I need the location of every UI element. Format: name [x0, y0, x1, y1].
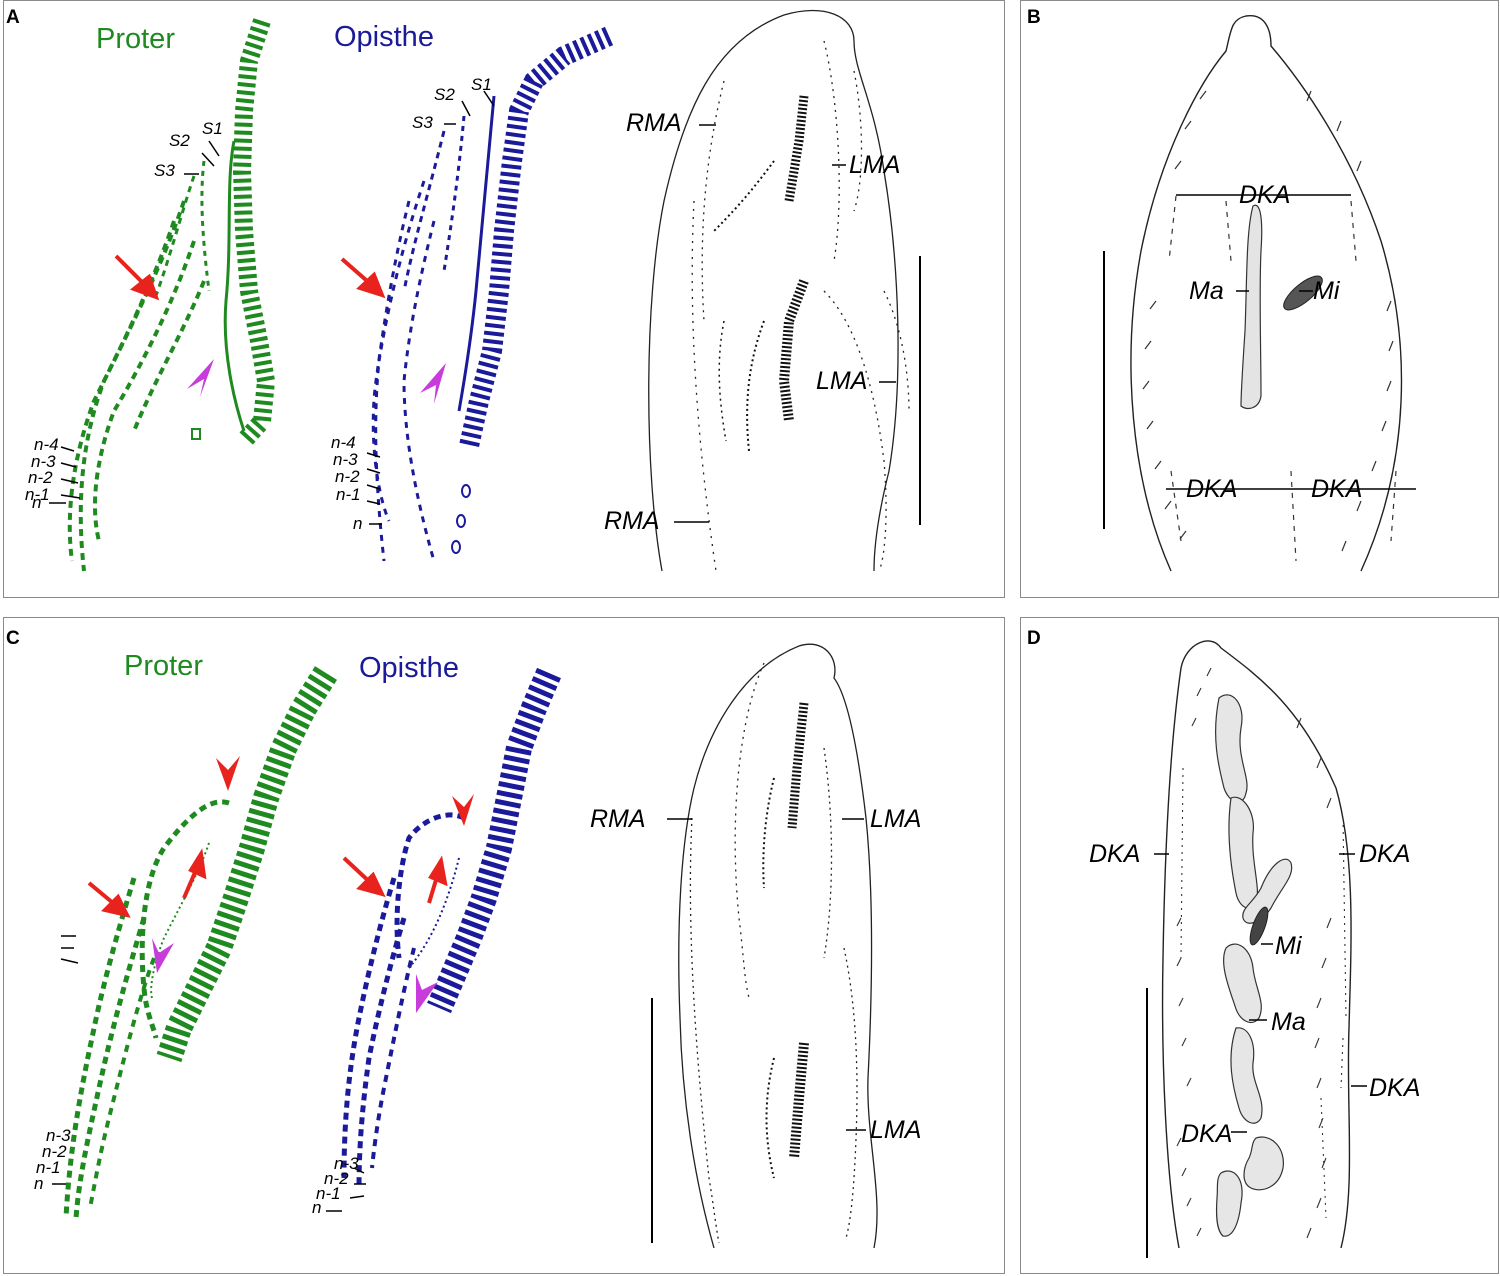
- proter-label-s2: S2: [169, 131, 190, 150]
- label-mi: Mi: [1275, 932, 1302, 960]
- proter-label-n: n: [34, 1174, 44, 1193]
- panel-d-drawing: [1146, 640, 1367, 1258]
- proter-title: Proter: [96, 23, 175, 55]
- proter-undulating-membranes: [152, 140, 246, 432]
- cell-label-lma-bottom: LMA: [816, 367, 868, 395]
- proter-adoral-zone: [156, 666, 338, 1063]
- label-dka-lower-right: DKA: [1369, 1074, 1421, 1102]
- proter-label-n-1: n-1: [25, 485, 50, 504]
- cell-label-lma-top: LMA: [870, 805, 922, 833]
- magenta-arrowhead-icon: [187, 359, 446, 404]
- label-dka-bottom-left: DKA: [1186, 475, 1238, 503]
- opisthe-label-n-3: n-3: [333, 450, 358, 469]
- proter-label-n-1: n-1: [36, 1158, 61, 1177]
- panel-c: C Proter Opisthe n-3 n-2 n-1 n n-3 n-2 n…: [3, 617, 1005, 1274]
- cell-label-rma-top: RMA: [626, 109, 682, 137]
- panel-label: B: [1027, 7, 1041, 28]
- panel-c-drawing: [52, 643, 878, 1249]
- cell-outline-c: [678, 643, 878, 1249]
- panel-label: A: [6, 7, 20, 28]
- label-ma: Ma: [1189, 277, 1224, 305]
- panel-b-drawing: [1103, 15, 1416, 572]
- opisthe-adoral-zone: [459, 26, 614, 449]
- cell-outline-d: [1161, 640, 1352, 1249]
- cirri-marks-d: [1176, 667, 1347, 1239]
- micronucleus-d: [1249, 906, 1269, 946]
- opisthe-undulating-membranes: [402, 95, 496, 412]
- cirri-marks-b: [1142, 90, 1397, 562]
- opisthe-label-n-4: n-4: [331, 433, 356, 452]
- proter-label-n-4: n-4: [34, 435, 59, 454]
- cell-label-rma: RMA: [590, 805, 646, 833]
- opisthe-label-n-2: n-2: [335, 467, 360, 486]
- label-dka-right: DKA: [1359, 840, 1411, 868]
- label-dka-lower-left: DKA: [1181, 1120, 1233, 1148]
- opisthe-label-n-1: n-1: [316, 1184, 341, 1203]
- opisthe-label-s3: S3: [412, 113, 433, 132]
- cell-outline-b: [1130, 15, 1403, 572]
- proter-label-s3: S3: [154, 161, 175, 180]
- red-arrowhead-icon: [216, 756, 474, 826]
- panel-b: B DKA Ma Mi DKA DKA: [1020, 0, 1499, 598]
- opisthe-label-n-3: n-3: [334, 1154, 359, 1173]
- label-dka-top: DKA: [1239, 181, 1291, 209]
- label-ma: Ma: [1271, 1008, 1306, 1036]
- opisthe-title: Opisthe: [334, 21, 434, 53]
- label-dka-left: DKA: [1089, 840, 1141, 868]
- proter-label-n: n: [32, 493, 42, 512]
- macronucleus-d: [1215, 694, 1293, 1237]
- opisthe-label-n-1: n-1: [336, 485, 361, 504]
- red-arrow-icon: [87, 848, 448, 918]
- proter-label-n-3: n-3: [46, 1126, 71, 1145]
- proter-title: Proter: [124, 650, 203, 682]
- opisthe-cirri: [451, 484, 471, 554]
- panel-d: D DKA DKA Mi Ma DKA DKA: [1020, 617, 1499, 1274]
- label-dka-bottom-right: DKA: [1311, 475, 1363, 503]
- proter-adoral-zone: [232, 18, 276, 448]
- cell-label-lma-bottom: LMA: [870, 1116, 922, 1144]
- label-mi: Mi: [1313, 277, 1340, 305]
- proter-label-s1: S1: [202, 119, 223, 138]
- opisthe-adoral-zone: [427, 667, 561, 1014]
- magenta-arrowhead-icon: [152, 938, 438, 1013]
- opisthe-cirral-rows: [371, 180, 436, 562]
- cell-label-rma-bottom: RMA: [604, 507, 660, 535]
- panel-a: A Proter Opisthe S1 S2 S3 n-4 n-3 n-2 n-…: [3, 0, 1005, 598]
- cell-oral-structures-a: [713, 95, 809, 452]
- proter-undulating-membranes: [63, 799, 230, 1219]
- opisthe-label-s1: S1: [471, 75, 492, 94]
- opisthe-undulating-membranes: [341, 812, 466, 1189]
- cell-label-lma-top: LMA: [849, 151, 901, 179]
- proter-label-n-2: n-2: [42, 1142, 67, 1161]
- cell-oral-structures-c: [762, 702, 809, 1179]
- red-arrow-icon: [114, 254, 386, 301]
- opisthe-label-n: n: [353, 514, 363, 533]
- proter-label-n-2: n-2: [28, 468, 53, 487]
- proter-label-n-3: n-3: [31, 452, 56, 471]
- opisthe-label-n: n: [312, 1198, 322, 1217]
- panel-label: C: [6, 628, 20, 649]
- opisthe-label-s2: S2: [434, 85, 455, 104]
- opisthe-label-n-2: n-2: [324, 1169, 349, 1188]
- cell-outline-a: [648, 9, 910, 572]
- proter-cirrus: [191, 428, 201, 440]
- micronucleus-b: [1283, 275, 1323, 311]
- opisthe-title: Opisthe: [359, 652, 459, 684]
- proter-cirral-rows: [67, 200, 206, 572]
- macronucleus-b: [1240, 204, 1263, 410]
- panel-a-drawing: [49, 9, 921, 572]
- panel-label: D: [1027, 628, 1041, 649]
